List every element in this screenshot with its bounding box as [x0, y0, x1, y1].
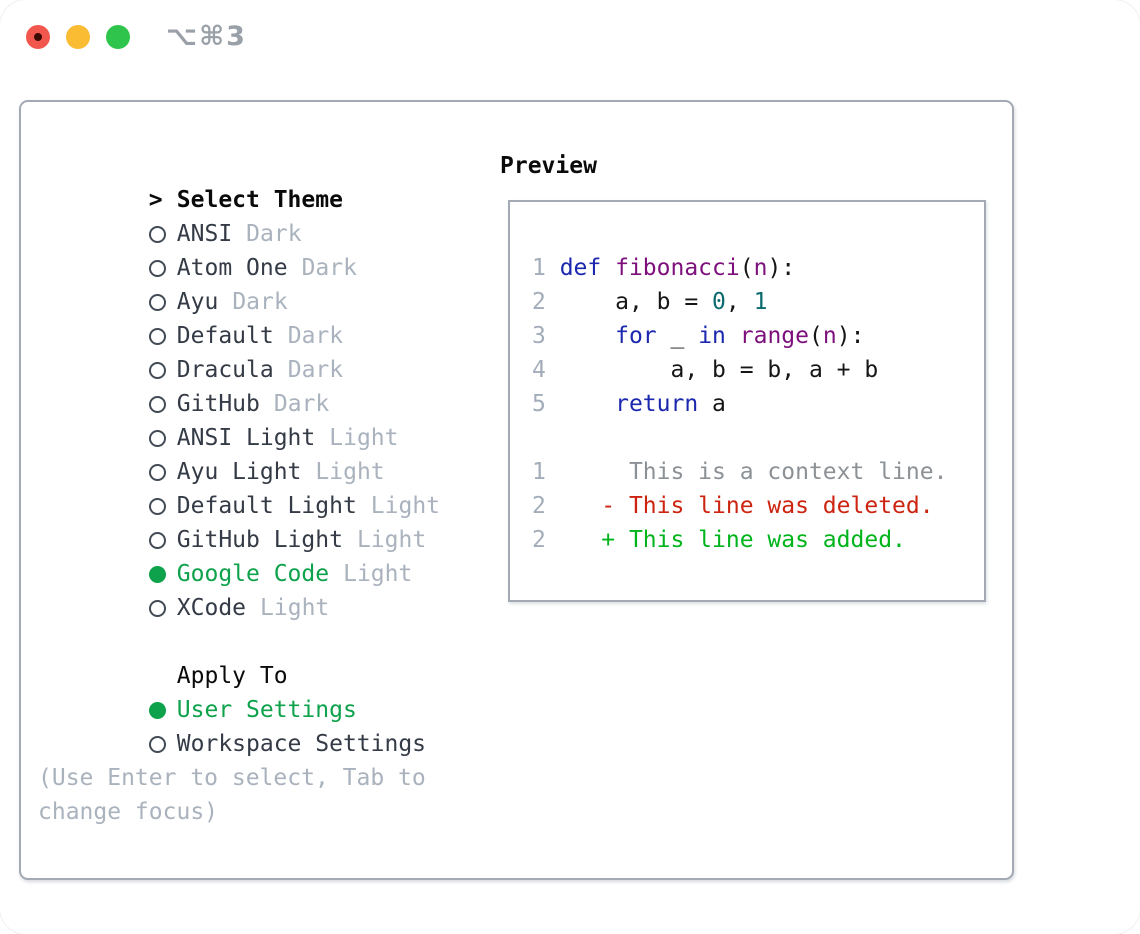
radio-unselected-icon	[148, 421, 177, 455]
minimize-button[interactable]	[66, 25, 90, 49]
code-line: 1 def fibonacci(n):	[532, 255, 796, 281]
radio-unselected-icon	[148, 353, 177, 387]
diff-context-line: 1 This is a context line.	[532, 459, 948, 485]
window-shortcut-label: ⌥⌘3	[166, 21, 247, 52]
apply-to-title: Apply To	[176, 663, 288, 689]
radio-selected-icon	[148, 557, 177, 591]
titlebar: ⌥⌘3	[0, 0, 1140, 74]
radio-unselected-icon	[148, 285, 177, 319]
radio-unselected-icon	[148, 319, 177, 353]
code-line: 4 a, b = b, a + b	[532, 357, 879, 383]
help-text-line-2: change focus)	[38, 799, 219, 825]
radio-unselected-icon	[148, 523, 177, 557]
radio-unselected-icon	[148, 727, 177, 761]
code-line: 3 for _ in range(n):	[532, 323, 865, 349]
radio-unselected-icon	[148, 251, 177, 285]
help-text-line-1: (Use Enter to select, Tab to	[38, 765, 426, 791]
theme-list-header: > Select Theme	[38, 149, 440, 213]
close-button[interactable]	[26, 25, 50, 49]
radio-unselected-icon	[148, 387, 177, 421]
radio-unselected-icon	[148, 489, 177, 523]
selection-prompt-icon: >	[148, 187, 163, 213]
radio-selected-icon	[148, 693, 177, 727]
radio-unselected-icon	[148, 455, 177, 489]
code-line: 2 a, b = 0, 1	[532, 289, 768, 315]
apply-to-header: Apply To	[38, 625, 440, 689]
code-preview: 1 def fibonacci(n): 2 a, b = 0, 1 3 for …	[532, 251, 947, 557]
diff-added-line: 2 + This line was added.	[532, 527, 906, 553]
apply-option-user-settings[interactable]: User Settings	[38, 659, 440, 723]
apply-option-workspace-settings[interactable]: Workspace Settings	[38, 693, 440, 757]
radio-unselected-icon	[148, 217, 177, 251]
theme-list-title: Select Theme	[176, 187, 343, 213]
preview-title: Preview	[500, 153, 597, 179]
blank-line	[532, 421, 947, 455]
code-line: 5 return a	[532, 391, 726, 417]
preview-pane: 1 def fibonacci(n): 2 a, b = 0, 1 3 for …	[508, 200, 986, 602]
zoom-button[interactable]	[106, 25, 130, 49]
radio-unselected-icon	[148, 591, 177, 625]
diff-deleted-line: 2 - This line was deleted.	[532, 493, 934, 519]
